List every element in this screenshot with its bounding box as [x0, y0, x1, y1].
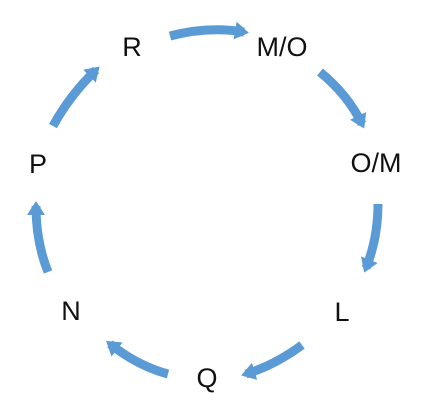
arrow-om-to-l	[360, 203, 383, 273]
node-label-l: L	[334, 297, 349, 327]
arrow-q-to-n	[106, 340, 170, 379]
node-label-r: R	[122, 32, 142, 62]
arrow-mo-to-om	[317, 68, 367, 129]
arrow-p-to-r	[49, 66, 100, 129]
cycle-nodes: R M/O O/M L Q N P	[29, 32, 402, 393]
node-label-mo: M/O	[257, 32, 308, 62]
node-label-n: N	[61, 296, 81, 326]
cycle-arrows	[27, 21, 383, 380]
arrow-n-to-p	[27, 201, 53, 274]
node-label-p: P	[29, 149, 47, 179]
arrow-r-to-mo	[168, 21, 249, 41]
node-label-q: Q	[196, 363, 217, 393]
arrow-l-to-q	[241, 341, 305, 380]
node-label-om: O/M	[351, 148, 402, 178]
